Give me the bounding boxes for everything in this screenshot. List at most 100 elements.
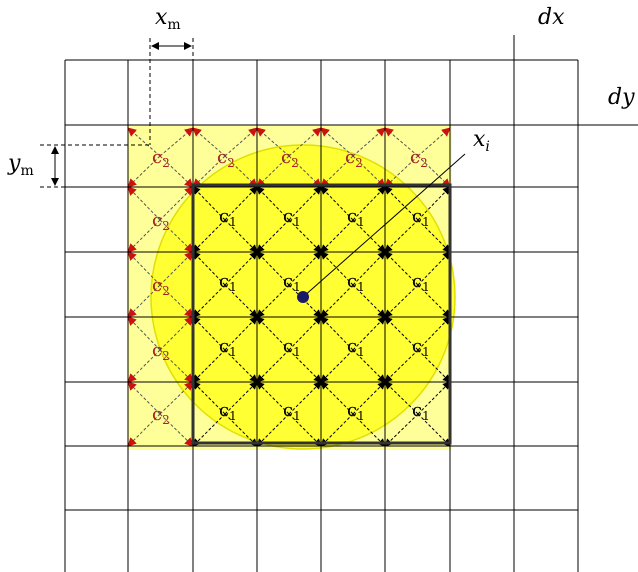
node-arrow: [192, 219, 226, 253]
boundary-arrow: [384, 127, 419, 157]
c2-label: c2: [152, 340, 170, 363]
node-arrow: [417, 186, 451, 221]
boundary-arrow: [127, 316, 161, 351]
particle-center-point: [297, 291, 309, 303]
node-arrow: [352, 284, 386, 318]
node-arrow: [320, 316, 354, 351]
node-arrow: [352, 316, 386, 351]
node-arrow: [256, 284, 290, 318]
xi-pointer-line: [302, 153, 466, 298]
xm-label: xm: [155, 5, 181, 33]
boundary-arrow: [320, 127, 354, 157]
node-arrow: [352, 349, 386, 383]
node-arrow: [384, 284, 419, 318]
boundary-arrow: [256, 155, 290, 188]
node-arrow: [417, 219, 451, 253]
boundary-arrow: [127, 219, 161, 253]
boundary-arrow: [417, 127, 451, 157]
node-arrow: [256, 349, 290, 383]
xi-label: xi: [473, 127, 490, 155]
boundary-arrow: [127, 284, 161, 318]
node-arrow: [320, 381, 354, 415]
node-arrow: [320, 251, 354, 286]
node-arrow: [320, 349, 354, 383]
node-arrow: [224, 284, 258, 318]
node-arrow: [384, 251, 419, 286]
node-arrow: [224, 381, 258, 415]
c2-label: c2: [152, 275, 170, 298]
node-arrow: [288, 186, 322, 221]
node-arrow: [384, 349, 419, 383]
boundary-arrow: [224, 127, 258, 157]
boundary-arrow: [127, 413, 161, 447]
c2-label: c2: [152, 147, 170, 170]
boundary-arrow: [159, 284, 194, 318]
c2-label: c2: [152, 210, 170, 233]
c1-label: c1: [219, 336, 237, 359]
node-arrow: [256, 413, 290, 447]
boundary-arrow: [159, 186, 194, 221]
node-arrow: [288, 251, 322, 286]
boundary-arrow: [159, 219, 194, 253]
boundary-arrow: [288, 127, 322, 157]
node-arrow: [224, 186, 258, 221]
node-arrow: [320, 219, 354, 253]
boundary-arrow: [384, 155, 419, 188]
boundary-arrow: [159, 413, 194, 447]
c2-label: c2: [345, 147, 363, 170]
boundary-arrow: [159, 381, 194, 415]
boundary-arrow: [159, 127, 194, 157]
boundary-arrow: [256, 127, 290, 157]
c1-label: c1: [347, 400, 365, 423]
c1-label: c1: [412, 400, 430, 423]
c1-label: c1: [283, 336, 301, 359]
node-arrow: [256, 381, 290, 415]
boundary-arrow: [127, 127, 161, 157]
c1-label: c1: [347, 206, 365, 229]
inner-cell-square: [191, 183, 452, 445]
dx-label: dx: [538, 5, 565, 30]
boundary-arrow: [159, 155, 194, 188]
ym-label: ym: [7, 151, 34, 179]
c2-label: c2: [281, 147, 299, 170]
node-arrow: [352, 413, 386, 447]
node-arrow: [224, 219, 258, 253]
node-arrow: [224, 413, 258, 447]
node-arrow: [192, 284, 226, 318]
node-arrow: [288, 219, 322, 253]
node-arrow: [256, 251, 290, 286]
node-arrow: [224, 316, 258, 351]
c1-label: c1: [347, 336, 365, 359]
boundary-arrow: [159, 251, 194, 286]
node-arrow: [192, 413, 226, 447]
dy-label: dy: [608, 85, 635, 110]
boundary-arrow: [320, 155, 354, 188]
c2-label: c2: [410, 147, 428, 170]
node-arrow: [288, 316, 322, 351]
boundary-arrow: [192, 127, 226, 157]
node-arrow: [288, 381, 322, 415]
node-arrow: [384, 316, 419, 351]
boundary-arrow: [127, 155, 161, 188]
boundary-arrow: [224, 155, 258, 188]
boundary-arrow: [127, 381, 161, 415]
c1-label: c1: [219, 206, 237, 229]
diagonal-arrows-layer: [127, 127, 451, 447]
c1-label: c1: [412, 206, 430, 229]
boundary-arrow: [127, 349, 161, 383]
c2-label: c2: [152, 404, 170, 427]
boundary-arrow: [417, 155, 451, 188]
node-arrow: [352, 381, 386, 415]
node-arrow: [192, 186, 226, 221]
c2-label: c2: [217, 147, 235, 170]
node-arrow: [192, 381, 226, 415]
node-arrow: [417, 316, 451, 351]
node-arrow: [384, 381, 419, 415]
grid-lines: [64, 35, 638, 572]
c1-label: c1: [219, 271, 237, 294]
node-arrow: [256, 186, 290, 221]
node-arrow: [417, 413, 451, 447]
node-arrow: [288, 413, 322, 447]
c1-label: c1: [283, 206, 301, 229]
